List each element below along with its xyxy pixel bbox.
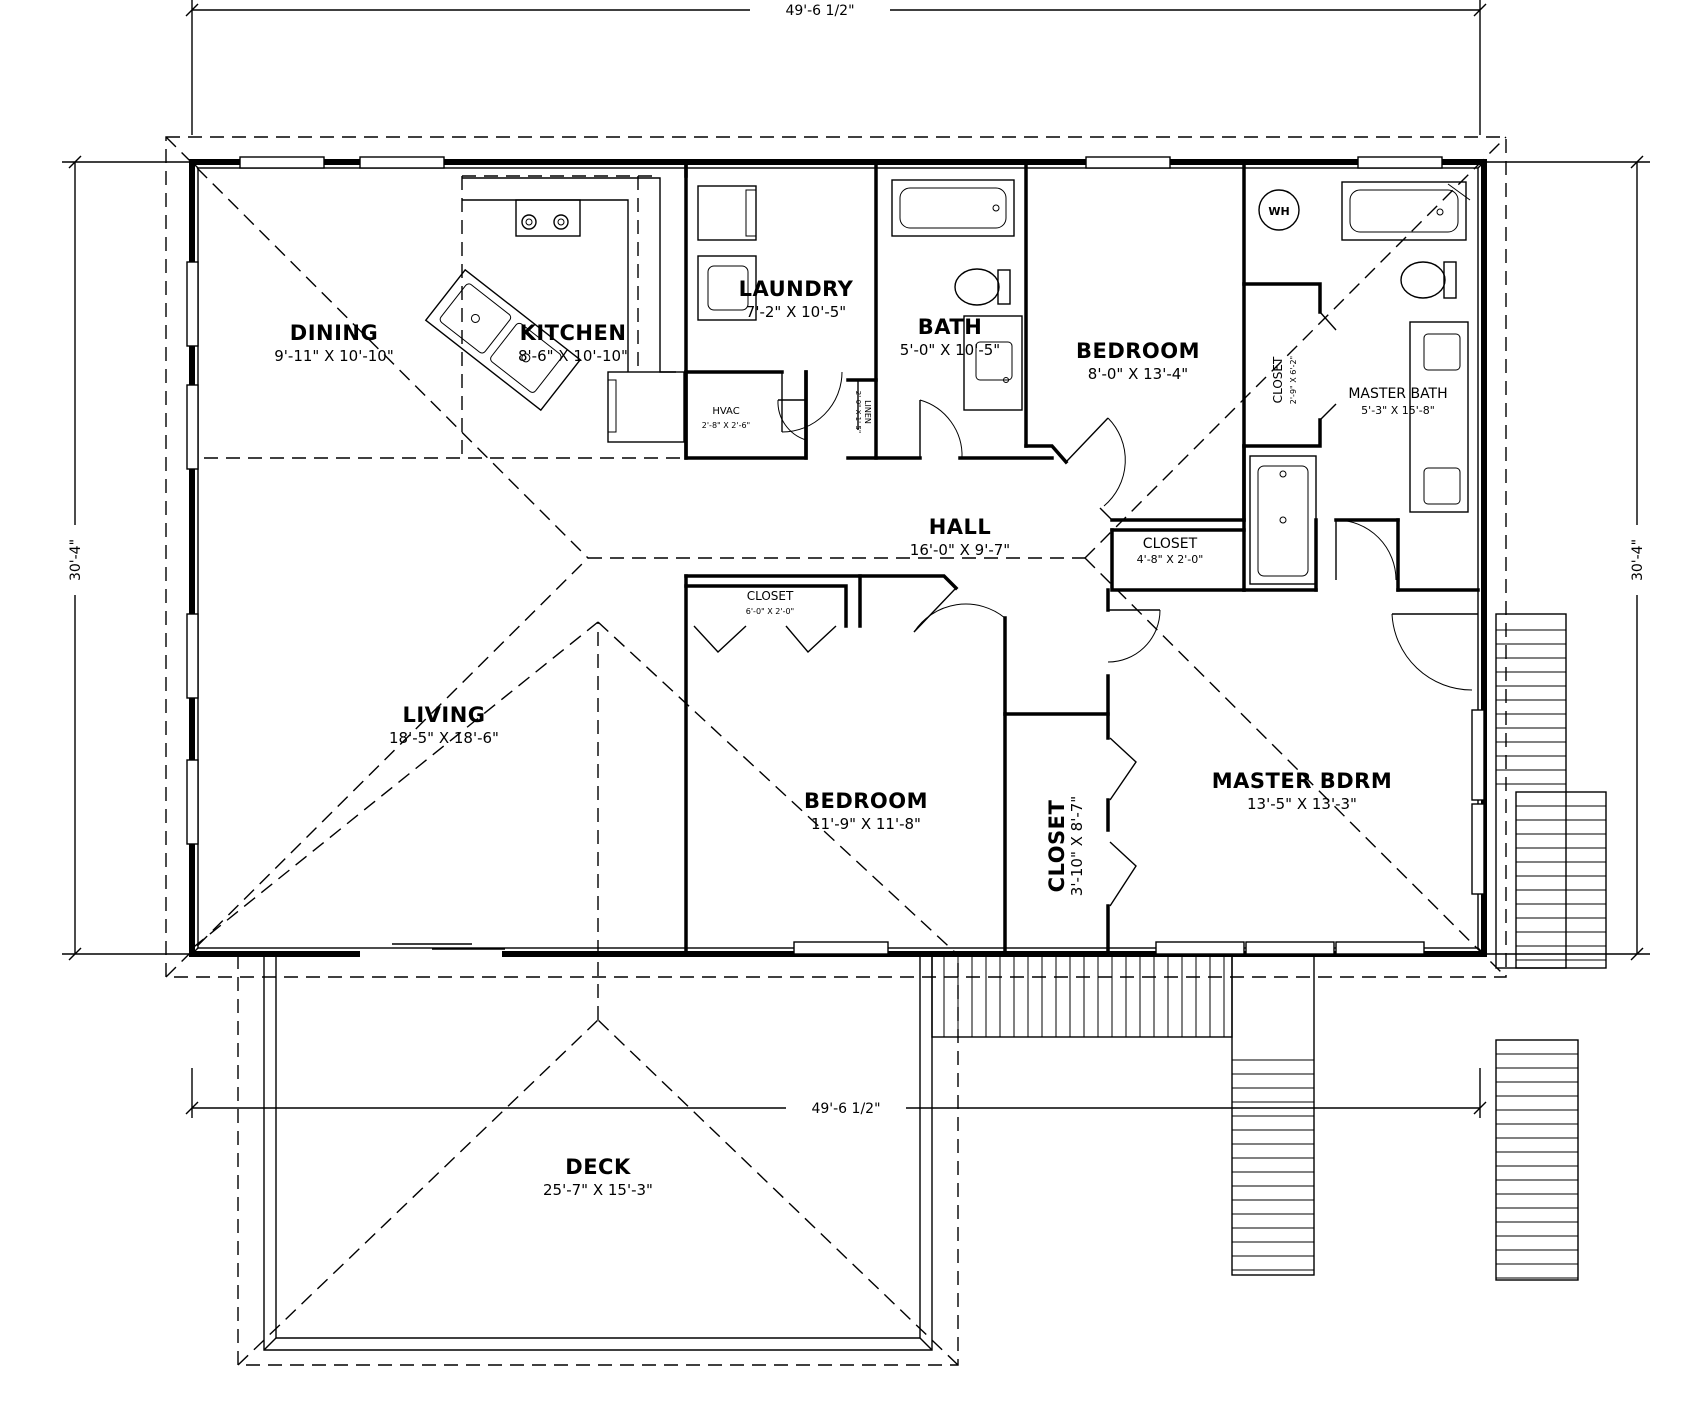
width-top-label: 49'-6 1/2"	[785, 3, 854, 19]
closet-mb-size: 2'-9" X 6'-2"	[1289, 356, 1298, 404]
cooktop	[515, 199, 581, 237]
closet-bed2-label: CLOSET	[747, 589, 794, 603]
dryer	[697, 255, 757, 321]
master-vanity	[1409, 321, 1469, 513]
water-heater-label: WH	[1268, 205, 1289, 218]
master-bath-size: 5'-3" X 15'-8"	[1361, 404, 1435, 417]
kitchen-size: 8'-6" X 10'-10"	[518, 347, 628, 365]
dining-label: DINING	[290, 321, 378, 345]
master-toilet	[1400, 261, 1446, 299]
laundry-label: LAUNDRY	[739, 277, 854, 301]
bathtub	[891, 179, 1015, 237]
interior-walls	[684, 160, 1480, 956]
closet-bed2-size: 6'-0" X 2'-0"	[746, 607, 794, 616]
master-tub	[1341, 181, 1467, 241]
room-labels: DINING 9'-11" X 10'-10" KITCHEN 8'-6" X …	[274, 277, 1447, 1199]
stair-landing	[931, 954, 1233, 1038]
laundry-size: 7'-2" X 10'-5"	[746, 303, 846, 321]
hall-size: 16'-0" X 9'-7"	[910, 541, 1010, 559]
windows	[186, 156, 1485, 955]
linen-label: LINEN	[863, 400, 872, 424]
stair-run	[1231, 954, 1315, 1276]
shower	[1249, 455, 1317, 585]
depth-left-label: 30'-4"	[68, 539, 84, 581]
vanity	[963, 315, 1023, 411]
closet-hall-size: 4'-8" X 2'-0"	[1137, 553, 1204, 566]
bedroom-2-label: BEDROOM	[804, 789, 928, 813]
hvac-size: 2'-8" X 2'-6"	[702, 421, 750, 430]
closet-master-label: CLOSET	[1045, 799, 1069, 892]
kitchen-label: KITCHEN	[520, 321, 627, 345]
closet-mb-label: CLOSET	[1271, 356, 1285, 403]
linen-size: 2'-0" X 1'-5"	[854, 391, 862, 433]
deck-label: DECK	[565, 1155, 631, 1179]
depth-right-label: 30'-4"	[1630, 539, 1646, 581]
dining-size: 9'-11" X 10'-10"	[274, 347, 394, 365]
master-bdrm-label: MASTER BDRM	[1212, 769, 1392, 793]
bedroom-2-size: 11'-9" X 11'-8"	[811, 815, 921, 833]
bath-size: 5'-0" X 10'-5"	[900, 341, 1000, 359]
bedroom-1-label: BEDROOM	[1076, 339, 1200, 363]
washer	[697, 185, 757, 241]
refrigerator	[607, 371, 685, 443]
side-stair-run	[1495, 1039, 1579, 1281]
side-landing-lower	[1515, 791, 1607, 969]
master-bath-label: MASTER BATH	[1348, 386, 1447, 402]
dimension-lines: 49'-6 1/2" 49'-6 1/2" 30'-4" 30'-4"	[62, 0, 1650, 1118]
water-heater	[1258, 189, 1300, 231]
closet-master-size: 3'-10" X 8'-7"	[1068, 796, 1086, 896]
toilet	[954, 268, 1000, 306]
kitchen-island	[424, 268, 582, 412]
roof-lines	[165, 136, 1507, 1366]
living-label: LIVING	[402, 703, 485, 727]
hall-label: HALL	[929, 515, 992, 539]
doors	[693, 311, 1478, 907]
deck	[263, 955, 933, 1351]
bath-label: BATH	[918, 315, 983, 339]
bedroom-1-size: 8'-0" X 13'-4"	[1088, 365, 1188, 383]
deck-size: 25'-7" X 15'-3"	[543, 1181, 653, 1199]
closet-hall-label: CLOSET	[1143, 536, 1198, 552]
width-bottom-label: 49'-6 1/2"	[811, 1101, 880, 1117]
hvac-label: HVAC	[712, 406, 739, 417]
fixtures: WH	[424, 177, 1471, 585]
exterior-stairs	[931, 613, 1607, 1281]
master-bdrm-size: 13'-5" X 13'-3"	[1247, 795, 1357, 813]
living-size: 18'-5" X 18'-6"	[389, 729, 499, 747]
